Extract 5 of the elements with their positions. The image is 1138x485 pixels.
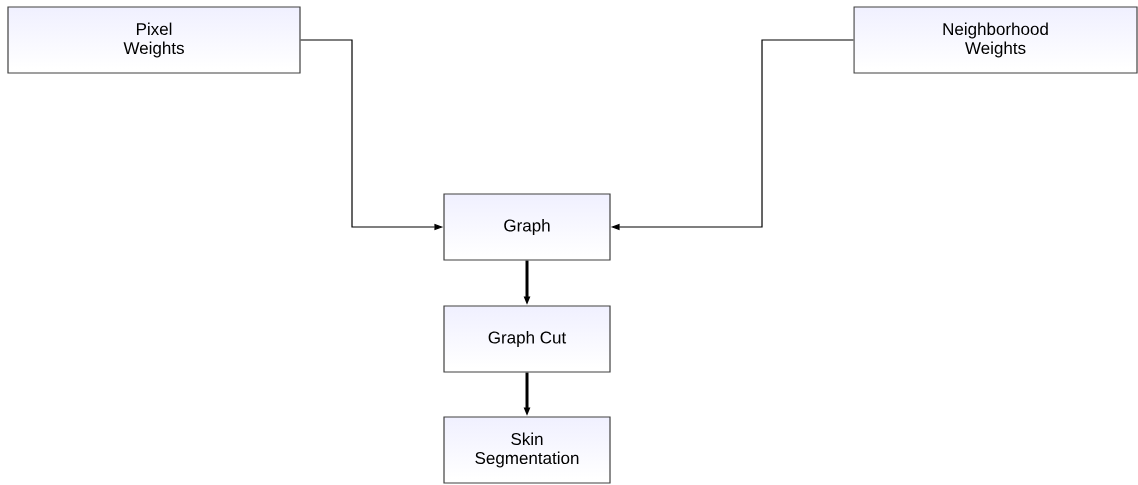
process-box: Graph Cut <box>443 305 611 373</box>
process-box: Neighborhood Weights <box>853 6 1138 74</box>
process-box: Pixel Weights <box>7 6 301 74</box>
process-box: Graph <box>443 193 611 261</box>
process-box: Skin Segmentation <box>443 416 611 484</box>
